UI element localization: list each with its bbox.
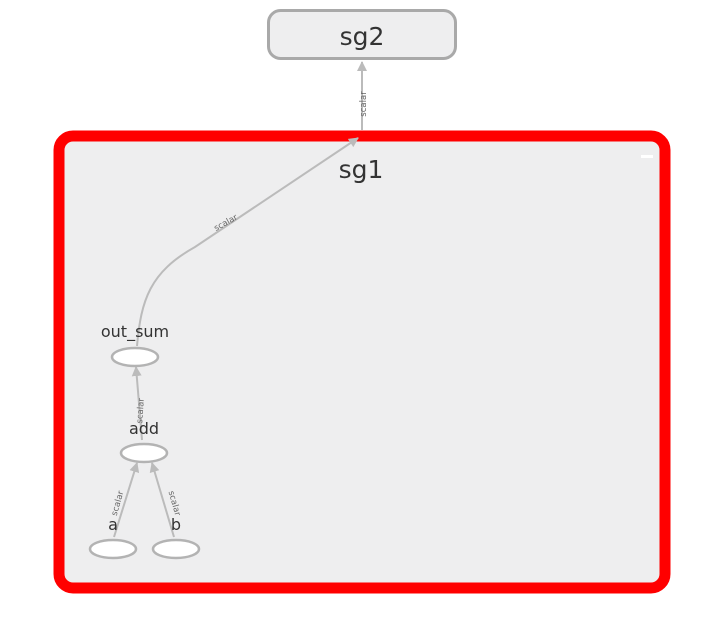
node-out-sum-ellipse[interactable] <box>110 346 160 368</box>
edge-outsum-to-sg1 <box>136 137 359 347</box>
node-sg1[interactable]: sg1 <box>53 130 671 594</box>
edges-layer: scalar scalar scalar scalar scalar <box>110 61 369 538</box>
node-out-sum-label: out_sum <box>101 322 169 342</box>
node-sg2-label: sg2 <box>340 22 385 51</box>
node-a[interactable]: a <box>88 515 138 560</box>
node-sg2[interactable]: sg2 <box>267 9 457 60</box>
edge-label-add-outsum: scalar <box>135 397 147 424</box>
minus-icon[interactable] <box>641 155 653 158</box>
node-sg1-box[interactable] <box>53 130 671 594</box>
node-b-ellipse[interactable] <box>151 538 201 560</box>
node-add-ellipse[interactable] <box>119 442 169 464</box>
node-add-label: add <box>129 419 159 438</box>
edge-b-to-add <box>149 462 175 538</box>
node-out-sum[interactable]: out_sum <box>101 322 169 368</box>
node-b-label: b <box>171 515 181 534</box>
edge-add-to-outsum <box>131 366 143 441</box>
edge-label-sg1-sg2: scalar <box>359 91 369 117</box>
node-b[interactable]: b <box>151 515 201 560</box>
node-a-label: a <box>108 515 118 534</box>
node-sg1-label: sg1 <box>339 155 384 184</box>
edge-a-to-add <box>113 462 140 538</box>
node-sg2-box[interactable] <box>267 9 457 60</box>
node-a-ellipse[interactable] <box>88 538 138 560</box>
node-add[interactable]: add <box>119 419 169 464</box>
